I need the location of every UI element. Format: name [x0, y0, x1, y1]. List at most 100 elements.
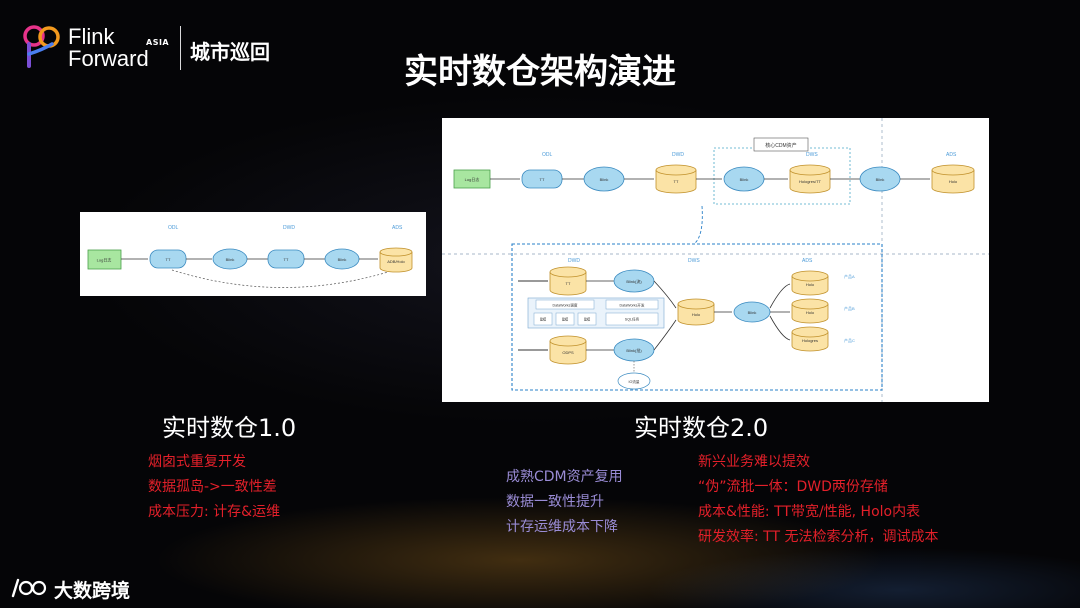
logo-divider: [180, 26, 181, 70]
dataworks-dev-box: [605, 299, 659, 310]
database-node: [791, 332, 829, 352]
cdm-label-box: [753, 137, 809, 152]
logo-region: ASIA: [146, 38, 170, 47]
section-1-heading: 实时数仓1.0: [162, 414, 297, 442]
dashed-flow: [171, 269, 389, 288]
database-node-top: [677, 298, 715, 310]
source-node-label: Log日志: [97, 257, 112, 263]
layer-label: ODL: [168, 225, 179, 231]
pipeline-node-label: TT: [166, 257, 171, 262]
database-node: [931, 170, 975, 194]
flow-arrow: [769, 315, 791, 341]
database-node-label: Hologres/TT: [799, 179, 822, 184]
flow-arrow: [653, 319, 677, 351]
layer-label: ADS: [946, 152, 957, 158]
database-node-top: [791, 270, 829, 282]
source-node-label: Log日志: [465, 176, 480, 182]
database-node-label: Holo: [949, 179, 958, 184]
section-2-heading: 实时数仓2.0: [634, 414, 769, 442]
pipeline-node-label: Blink: [748, 310, 757, 315]
database-node: [549, 341, 587, 365]
database-node: [677, 304, 715, 326]
database-node-label: ODPS: [562, 350, 574, 355]
model-box: [533, 312, 553, 326]
database-node: [791, 304, 829, 324]
pipeline-node-label: TT: [284, 257, 289, 262]
pipeline-node-label: Blink: [226, 257, 235, 262]
benefit-item: 计存运维成本下降: [506, 519, 618, 535]
section-1-issues: 烟囱式重复开发 数据孤岛->一致性差 成本压力: 计存&运维: [148, 450, 280, 525]
section-2-benefits: 成熟CDM资产复用 数据一致性提升 计存运维成本下降: [506, 465, 623, 540]
io-node: [617, 372, 651, 390]
benefit-item: 数据一致性提升: [506, 494, 604, 510]
database-node: [655, 170, 697, 194]
layer-label: DWS: [688, 258, 700, 264]
diagram-2-svg: ODL DWD DWS ADS 核心CDM资产 Log日志 TT Blink T…: [442, 118, 989, 402]
issue-item: 成本&性能: TT带宽/性能, Holo内表: [698, 504, 921, 520]
product-label: 产品C: [844, 337, 855, 343]
product-label: 产品A: [844, 273, 855, 279]
brand-watermark: 大数跨境: [10, 574, 160, 602]
flow-arrow: [653, 280, 677, 309]
io-node-label: IO流量: [629, 379, 640, 384]
database-node-top: [791, 326, 829, 338]
architecture-diagram-2: ODL DWD DWS ADS 核心CDM资产 Log日志 TT Blink T…: [442, 118, 989, 402]
layer-label: ADS: [392, 225, 403, 231]
flow-arrow: [769, 283, 791, 309]
layer-label: DWD: [568, 258, 580, 264]
database-node-label: TT: [674, 179, 679, 184]
model-box-label: 建模: [540, 317, 547, 322]
pipeline-node-label: Blink: [338, 257, 347, 262]
model-box-label: 建模: [584, 317, 591, 322]
database-node-top: [549, 335, 587, 347]
pipeline-node-label: Blink: [600, 177, 609, 182]
sql-task-label: SQL任务: [625, 317, 640, 322]
pipeline-node-label: Blink(批): [626, 347, 642, 353]
issue-item: “伪”流批一体：DWD两份存储: [698, 479, 888, 495]
source-node: [87, 249, 122, 270]
layer-label: DWD: [283, 225, 295, 231]
cdm-label: 核心CDM资产: [765, 142, 796, 149]
benefit-item: 成熟CDM资产复用: [506, 469, 623, 485]
product-label: 产品B: [844, 305, 855, 311]
database-node-label: Holo: [806, 282, 815, 287]
layer-label: DWD: [672, 152, 684, 158]
slide-title: 实时数仓架构演进: [404, 52, 676, 92]
database-node-top: [931, 164, 975, 176]
database-node-top: [379, 247, 413, 257]
flink-forward-logo: Flink Forward ASIA 城市巡回: [22, 24, 292, 74]
stream-batch-group: [511, 243, 883, 391]
database-node-top: [791, 298, 829, 310]
database-node-top: [549, 266, 587, 278]
layer-label: ADS: [802, 258, 813, 264]
database-node-label: Holo: [806, 310, 815, 315]
flink-logo-icon: [23, 25, 60, 68]
issue-item: 烟囱式重复开发: [148, 454, 246, 470]
database-node: [379, 252, 413, 273]
dashed-flow: [693, 205, 703, 245]
database-node-top: [789, 164, 831, 176]
brand-logo-icon: [11, 578, 47, 598]
database-node-label: Hologres: [802, 338, 818, 343]
dataworks-schedule-box: [535, 299, 595, 310]
model-box: [577, 312, 597, 326]
dataworks-dev-label: DataWorks开发: [620, 303, 645, 308]
database-node: [789, 170, 831, 194]
event-name: 城市巡回: [190, 40, 270, 64]
brand-name: 大数跨境: [54, 580, 131, 602]
layer-label: ODL: [542, 152, 553, 158]
section-2-issues: 新兴业务难以提效 “伪”流批一体：DWD两份存储 成本&性能: TT带宽/性能,…: [698, 450, 938, 550]
architecture-diagram-1: ODL DWD ADS Log日志 TT Blink TT Blink ADB/…: [80, 212, 426, 296]
database-node-label: ADB/Holo: [387, 259, 405, 264]
database-node-label: TT: [566, 281, 571, 286]
issue-item: 成本压力: 计存&运维: [148, 504, 281, 520]
database-node: [791, 276, 829, 296]
model-box-label: 建模: [562, 317, 569, 322]
issue-item: 研发效率: TT 无法检索分析，调试成本: [698, 529, 939, 545]
pipeline-node-label: Blink: [740, 177, 749, 182]
diagram-1-svg: ODL DWD ADS Log日志 TT Blink TT Blink ADB/…: [87, 225, 413, 288]
logo-text-forward: Forward: [68, 46, 149, 71]
sql-task-box: [605, 312, 659, 326]
issue-item: 新兴业务难以提效: [698, 454, 810, 470]
dataworks-schedule-label: DataWorks调度: [553, 303, 578, 308]
